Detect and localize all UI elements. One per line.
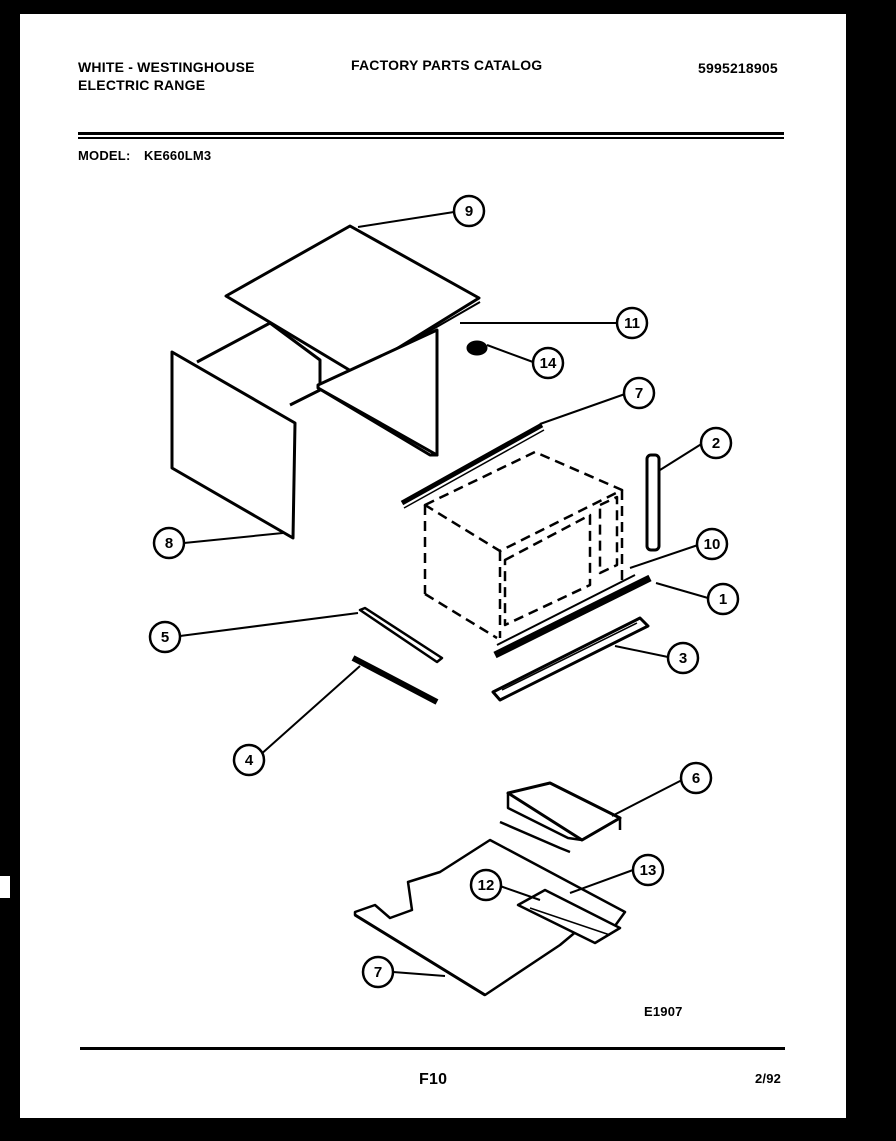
svg-text:1: 1 (719, 591, 727, 608)
brand-line-2: ELECTRIC RANGE (78, 77, 206, 93)
callout-13: 13 (631, 853, 665, 887)
callout-3: 3 (666, 641, 700, 675)
svg-text:9: 9 (465, 203, 473, 220)
svg-text:13: 13 (640, 862, 657, 879)
callout-12: 12 (469, 868, 503, 902)
callouts: 9 11 14 7 2 10 1 8 5 3 4 6 13 12 7 (148, 194, 740, 989)
callout-2: 2 (699, 426, 733, 460)
svg-text:14: 14 (540, 355, 557, 372)
callout-6: 6 (679, 761, 713, 795)
model-value: KE660LM3 (144, 148, 212, 163)
header-rule-bottom (78, 137, 784, 139)
svg-text:7: 7 (635, 385, 643, 402)
callout-14: 14 (531, 346, 565, 380)
svg-text:8: 8 (165, 535, 173, 552)
callout-4: 4 (232, 743, 266, 777)
callout-7-upper: 7 (622, 376, 656, 410)
catalog-title: FACTORY PARTS CATALOG (351, 57, 543, 73)
callout-8: 8 (152, 526, 186, 560)
svg-text:12: 12 (478, 877, 495, 894)
svg-text:2: 2 (712, 435, 720, 452)
top-panel-shape (224, 224, 481, 376)
svg-text:10: 10 (704, 536, 721, 553)
svg-text:5: 5 (161, 629, 169, 646)
side-panel-shape (170, 350, 297, 540)
callout-10: 10 (695, 527, 729, 561)
brand-line-1: WHITE - WESTINGHOUSE (78, 59, 255, 75)
svg-text:7: 7 (374, 964, 382, 981)
callout-11: 11 (615, 306, 649, 340)
callout-5: 5 (148, 620, 182, 654)
binder-tab (0, 876, 10, 898)
drawing-id: E1907 (644, 1004, 683, 1019)
callout-9: 9 (452, 194, 486, 228)
svg-text:3: 3 (679, 650, 687, 667)
page-code: F10 (419, 1071, 448, 1088)
callout-7-lower: 7 (361, 955, 395, 989)
model-label: MODEL: (78, 148, 131, 163)
header-rule-top (78, 132, 784, 135)
svg-text:6: 6 (692, 770, 700, 787)
svg-text:4: 4 (245, 752, 254, 769)
svg-text:11: 11 (624, 315, 640, 332)
catalog-number: 5995218905 (698, 60, 778, 76)
callout-1: 1 (706, 582, 740, 616)
footer-rule (80, 1047, 785, 1050)
date-code: 2/92 (755, 1071, 782, 1086)
